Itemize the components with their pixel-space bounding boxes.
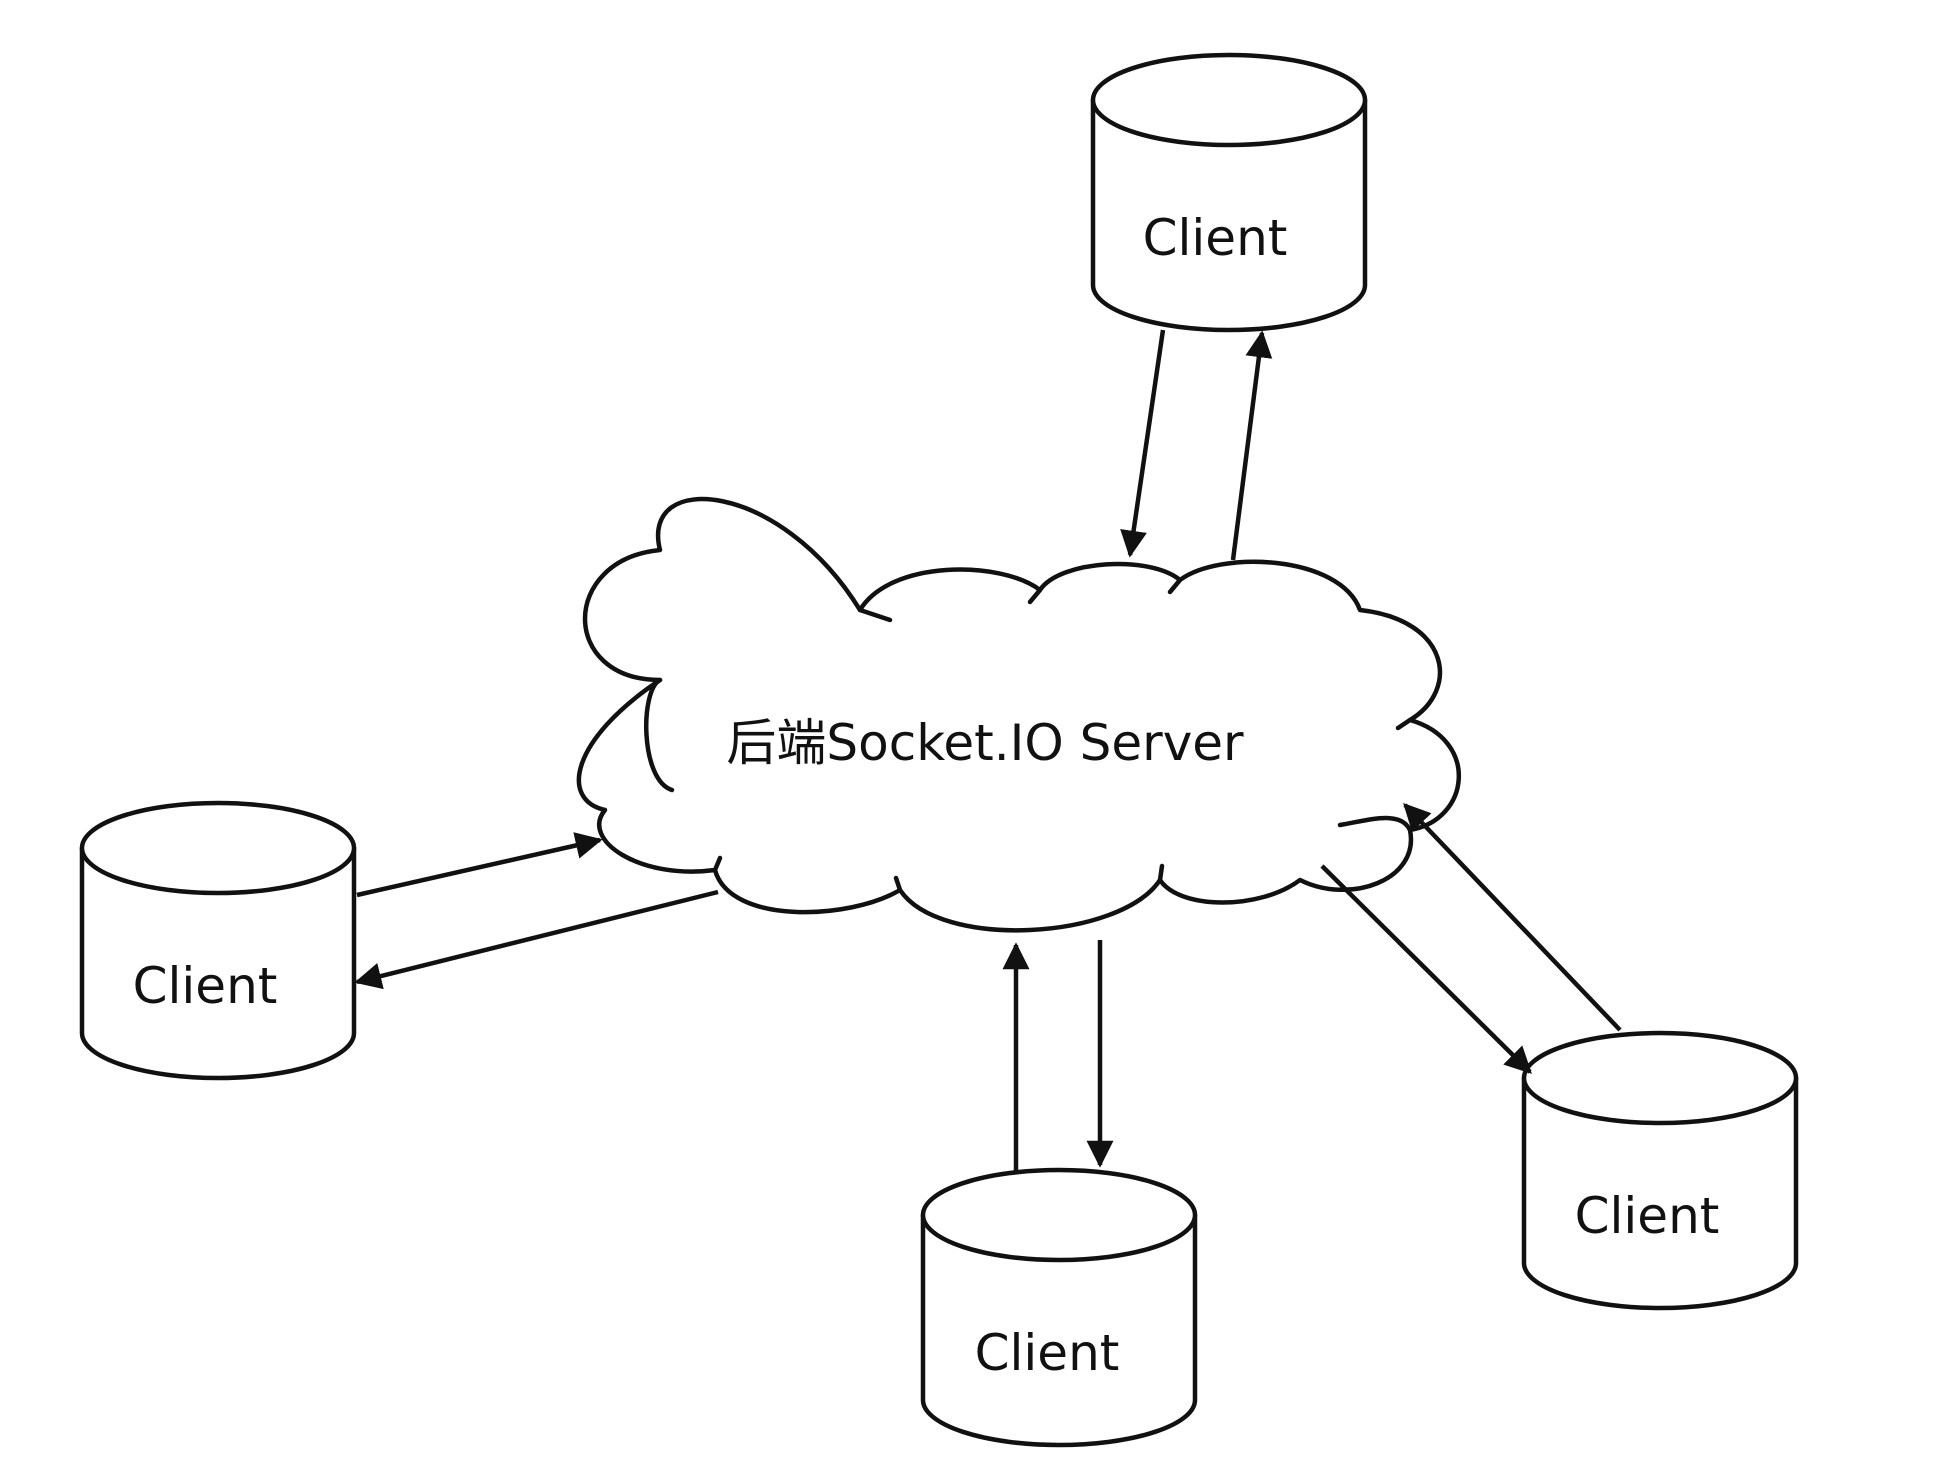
arrow-server-to-top [1230,330,1273,561]
client-label-right: Client [1575,1187,1720,1245]
cylinder-top [79,800,357,896]
cloud-inner-stroke [1167,577,1183,595]
arrow-top-to-server [1120,329,1166,558]
cylinder-body [1521,1075,1799,1311]
server-cloud: 后端Socket.IO Server [576,496,1462,933]
connections [354,329,1622,1172]
client-label-bottom: Client [975,1324,1120,1382]
cylinder-top [1521,1030,1799,1126]
client-database-right: Client [1521,1030,1799,1311]
cylinder-body [79,845,357,1081]
cloud-inner-stroke [1157,863,1165,883]
arrow-right-to-server [1403,803,1622,1032]
client-database-bottom: Client [920,1167,1198,1448]
client-database-left: Client [79,800,357,1081]
cloud-inner-stroke [1027,587,1043,605]
cloud-outline [576,496,1462,933]
cylinder-body [920,1212,1198,1448]
cloud-inner-stroke [712,855,723,873]
cylinder-top [1090,52,1368,148]
client-label-top: Client [1143,209,1288,267]
arrow-server-to-left [354,889,719,990]
cloud-inner-stroke [644,677,675,793]
cylinder-top [920,1167,1198,1263]
cloud-inner-stroke [893,875,903,893]
cylinder-body [1090,97,1368,333]
cloud-inner-stroke [857,607,893,623]
cloud-inner-stroke [1395,717,1413,731]
client-database-top: Client [1090,52,1368,333]
arrow-left-to-server [356,832,603,898]
client-label-left: Client [133,957,278,1015]
arrow-server-to-right [1320,864,1532,1074]
server-label: 后端Socket.IO Server [726,714,1244,772]
